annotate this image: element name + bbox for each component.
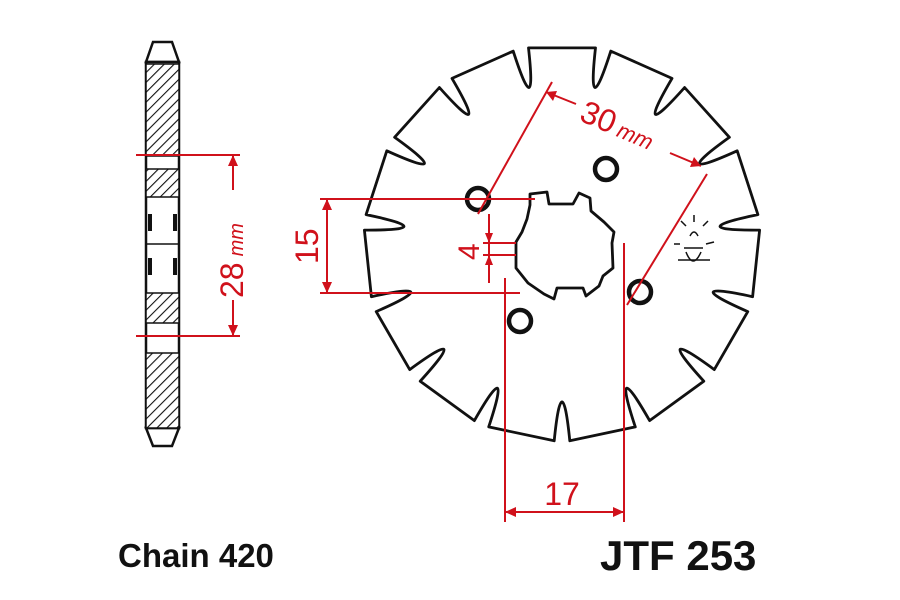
side-view-notch-3 [148, 258, 152, 275]
dimension-28mm [136, 154, 240, 337]
chain-label: Chain 420 [118, 537, 274, 574]
side-view-hatch-mid-top [145, 168, 180, 198]
side-view-notch-1 [148, 214, 152, 231]
dimension-4 [483, 214, 516, 283]
dimension-15 [320, 198, 535, 294]
bolt-hole-3 [626, 278, 654, 306]
side-view-hatch-mid-bottom [145, 292, 180, 324]
dimension-17-label: 17 [544, 476, 580, 512]
sprocket-front-view [363, 46, 761, 443]
dimension-28-label: 28mm [214, 223, 250, 298]
dimension-4-label: 4 [453, 243, 486, 260]
dimension-17 [504, 243, 625, 522]
part-number: JTF 253 [600, 532, 756, 579]
bolt-hole-4 [506, 307, 534, 335]
dimension-15-label: 15 [289, 228, 325, 264]
side-view-notch-2 [173, 214, 177, 231]
side-view-hatch-top [145, 63, 180, 157]
side-view [144, 40, 181, 448]
spline-bore [514, 190, 616, 301]
caliper-icon [674, 215, 715, 262]
dimension-30mm [477, 81, 708, 306]
side-view-notch-4 [173, 258, 177, 275]
side-view-bottom-cap [144, 426, 181, 448]
bolt-hole-2 [592, 155, 620, 183]
side-view-top-cap [144, 40, 181, 64]
side-view-hatch-bottom [145, 352, 180, 429]
